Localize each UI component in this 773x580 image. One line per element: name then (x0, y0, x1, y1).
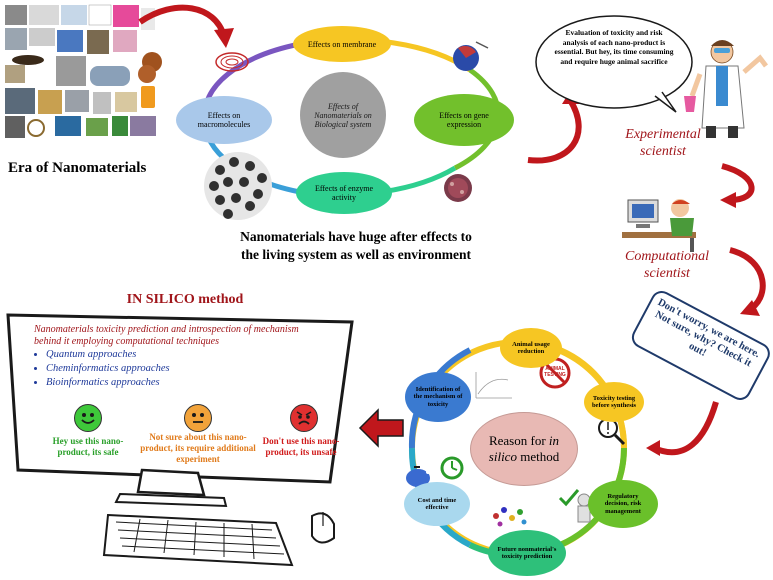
speech-bubble (535, 15, 693, 113)
screen-heading-line-1: Nanomaterials toxicity prediction and in… (34, 324, 299, 335)
virus-particle-image (444, 174, 472, 202)
experimental-label-line-2: scientist (640, 144, 686, 159)
computational-label-line-2: scientist (644, 266, 690, 281)
uncertain-label: Not sure about this nano-product, its re… (140, 432, 256, 464)
approach-bioinformatics: Bioinformatics approaches (46, 376, 170, 390)
node-effects-of-enzyme-activity: Effects of enzyme activity (296, 172, 392, 214)
approach-list: Quantum approaches Cheminformatics appro… (32, 348, 170, 390)
to-computational-arrow (721, 163, 755, 203)
keyboard (102, 513, 294, 567)
stamp-text-line-1: ANIMAL (545, 366, 565, 372)
node-regulatory-decision: Regulatory decision, risk management (588, 480, 658, 528)
nanotube-image (215, 52, 249, 72)
reason-center-post: method (516, 449, 560, 464)
fullerene-image (204, 152, 272, 220)
node-mechanism-identification: Identification of the mechanism of toxic… (405, 372, 471, 422)
angry-face-icon (290, 404, 318, 432)
stamp-text: ANIMAL TESTING (540, 366, 570, 378)
piggy-bank-icon (406, 466, 430, 487)
reason-center-pre: Reason for (488, 433, 549, 448)
to-message-arrow (729, 247, 766, 313)
nanomaterial-collage (5, 4, 162, 138)
node-toxicity-testing: Toxicity testing before synthesis (584, 382, 644, 422)
top-caption: Nanomaterials have huge after effects to… (203, 228, 509, 264)
node-animal-usage-reduction: Animal usage reduction (500, 328, 562, 368)
speech-bubble-text: Evaluation of toxicity and risk analysis… (554, 28, 674, 66)
computer-monitor (6, 313, 354, 508)
graph-sketch-image (475, 372, 512, 399)
screen-heading: Nanomaterials toxicity prediction and in… (34, 324, 334, 348)
dont-worry-box (631, 290, 770, 400)
reason-center-node: Reason for in silico method (470, 412, 578, 486)
clock-icon (440, 456, 464, 480)
happy-face-icon (74, 404, 102, 432)
in-silico-arrow (358, 408, 404, 448)
node-effects-on-gene-expression: Effects on gene expression (414, 94, 514, 146)
neutral-face-icon (184, 404, 212, 432)
experimental-scientist-label: Experimental scientist (604, 126, 722, 160)
experimental-scientist-figure (684, 40, 768, 138)
era-title: Era of Nanomaterials (8, 160, 147, 176)
node-effects-on-membrane: Effects on membrane (293, 26, 391, 62)
to-scientist-arrow (527, 98, 582, 164)
to-bottom-cycle-arrow (652, 401, 719, 456)
top-caption-line-2: the living system as well as environment (241, 247, 471, 262)
safe-label: Hey use this nano-product, its safe (52, 436, 124, 457)
computational-scientist-figure (622, 199, 696, 252)
screen-heading-line-2: behind it employing computational techni… (34, 336, 219, 347)
stamp-text-line-2: TESTING (544, 372, 566, 378)
collage-arrow (138, 4, 227, 38)
top-caption-line-1: Nanomaterials have huge after effects to (240, 229, 472, 244)
computational-scientist-label: Computational scientist (602, 248, 732, 282)
in-silico-title: IN SILICO method (126, 292, 244, 307)
molecules-icon (493, 507, 527, 527)
computational-label-line-1: Computational (624, 249, 709, 264)
node-cost-and-time: Cost and time effective (404, 482, 470, 526)
cell-sphere-image (453, 41, 489, 71)
unsafe-label: Don't use this nano-product, its unsafe (262, 436, 340, 457)
regulatory-figure-image (558, 489, 603, 523)
node-future-toxicity-prediction: Future nonmaterial's toxicity prediction (488, 530, 566, 576)
experimental-label-line-1: Experimental (625, 127, 701, 142)
approach-quantum: Quantum approaches (46, 348, 170, 362)
mouse (311, 512, 335, 544)
node-effects-on-macromolecules: Effects on macromolecules (176, 96, 272, 144)
approach-cheminformatics: Cheminformatics approaches (46, 362, 170, 376)
node-center-biological-system: Effects of Nanomaterials on Biological s… (300, 72, 386, 158)
reason-center-italic: in silico (488, 433, 560, 464)
